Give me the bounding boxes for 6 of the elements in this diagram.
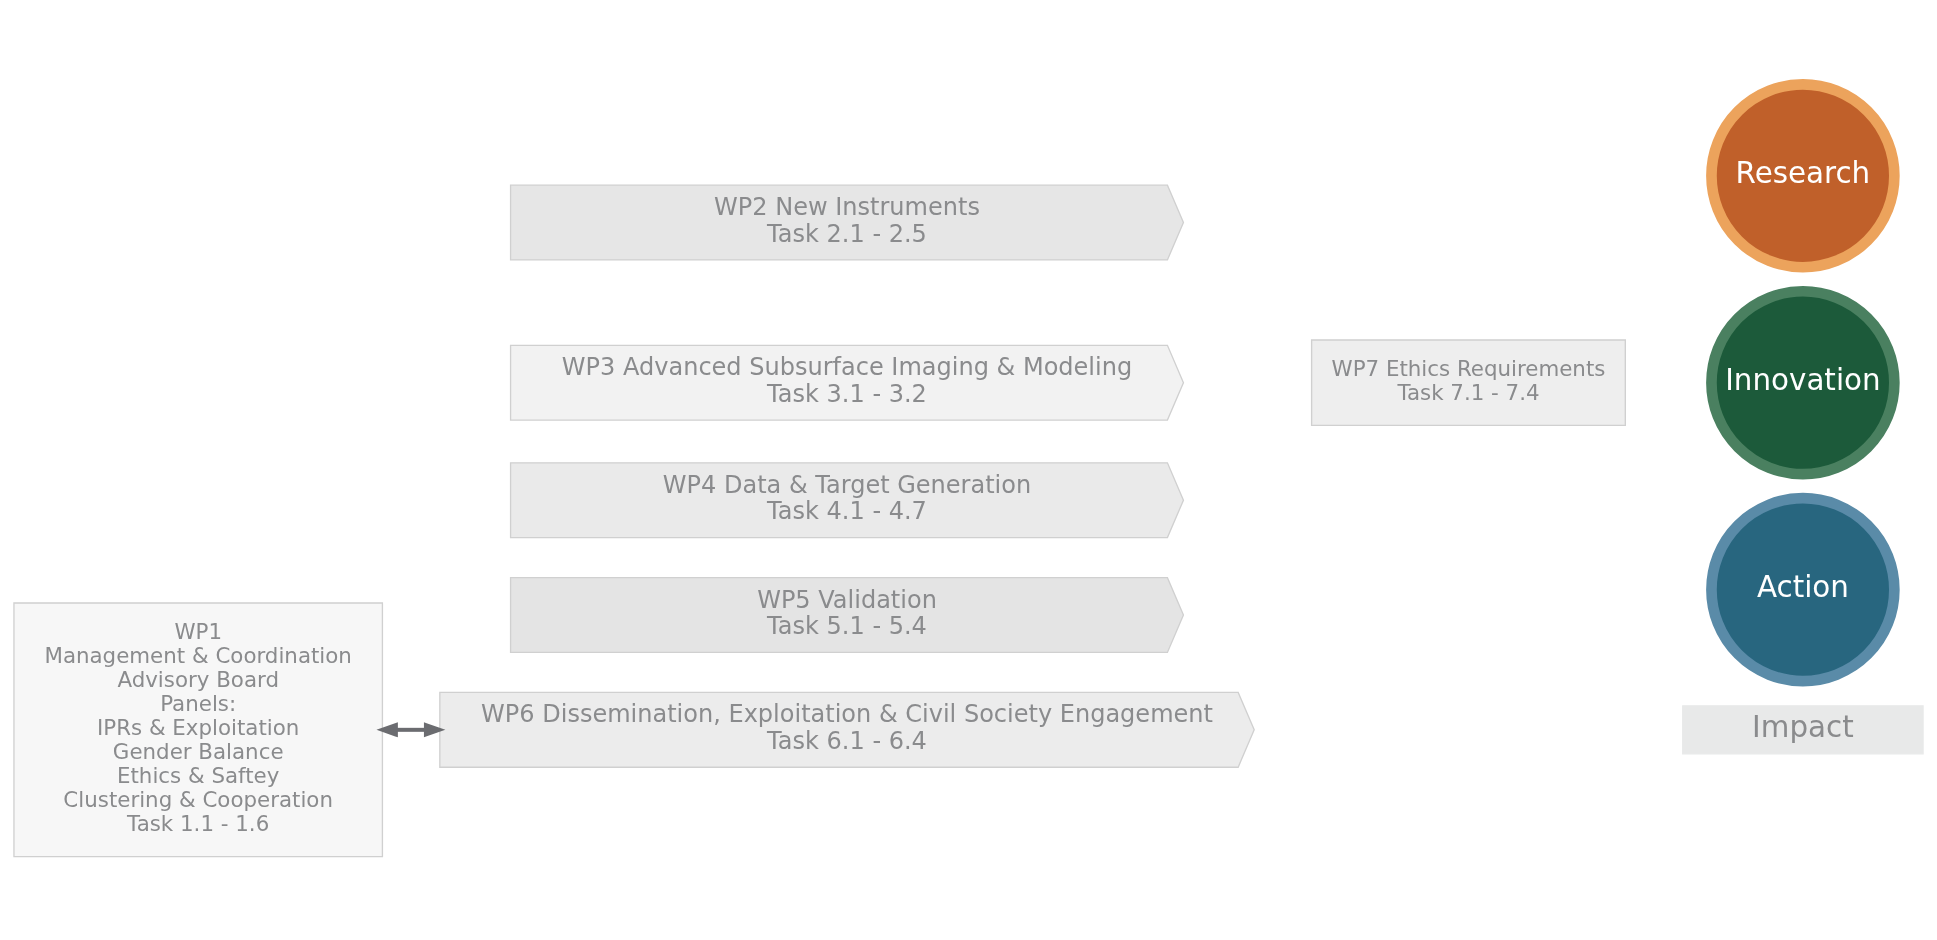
node-circle: Innovation (1706, 285, 1900, 479)
node-box: WP7 Ethics Requirements Task 7.1 - 7.4 (1310, 338, 1626, 426)
arrow (376, 721, 446, 737)
node-circle: Action (1706, 492, 1900, 686)
node-box: WP1 Management & Coordination Advisory Board Panels: IPRs & Exploitation Gender Balance Ethics & Saftey Clustering & Cooperation Task 1.1 - 1.6 (13, 601, 384, 857)
node-circle: Research (1706, 78, 1900, 273)
